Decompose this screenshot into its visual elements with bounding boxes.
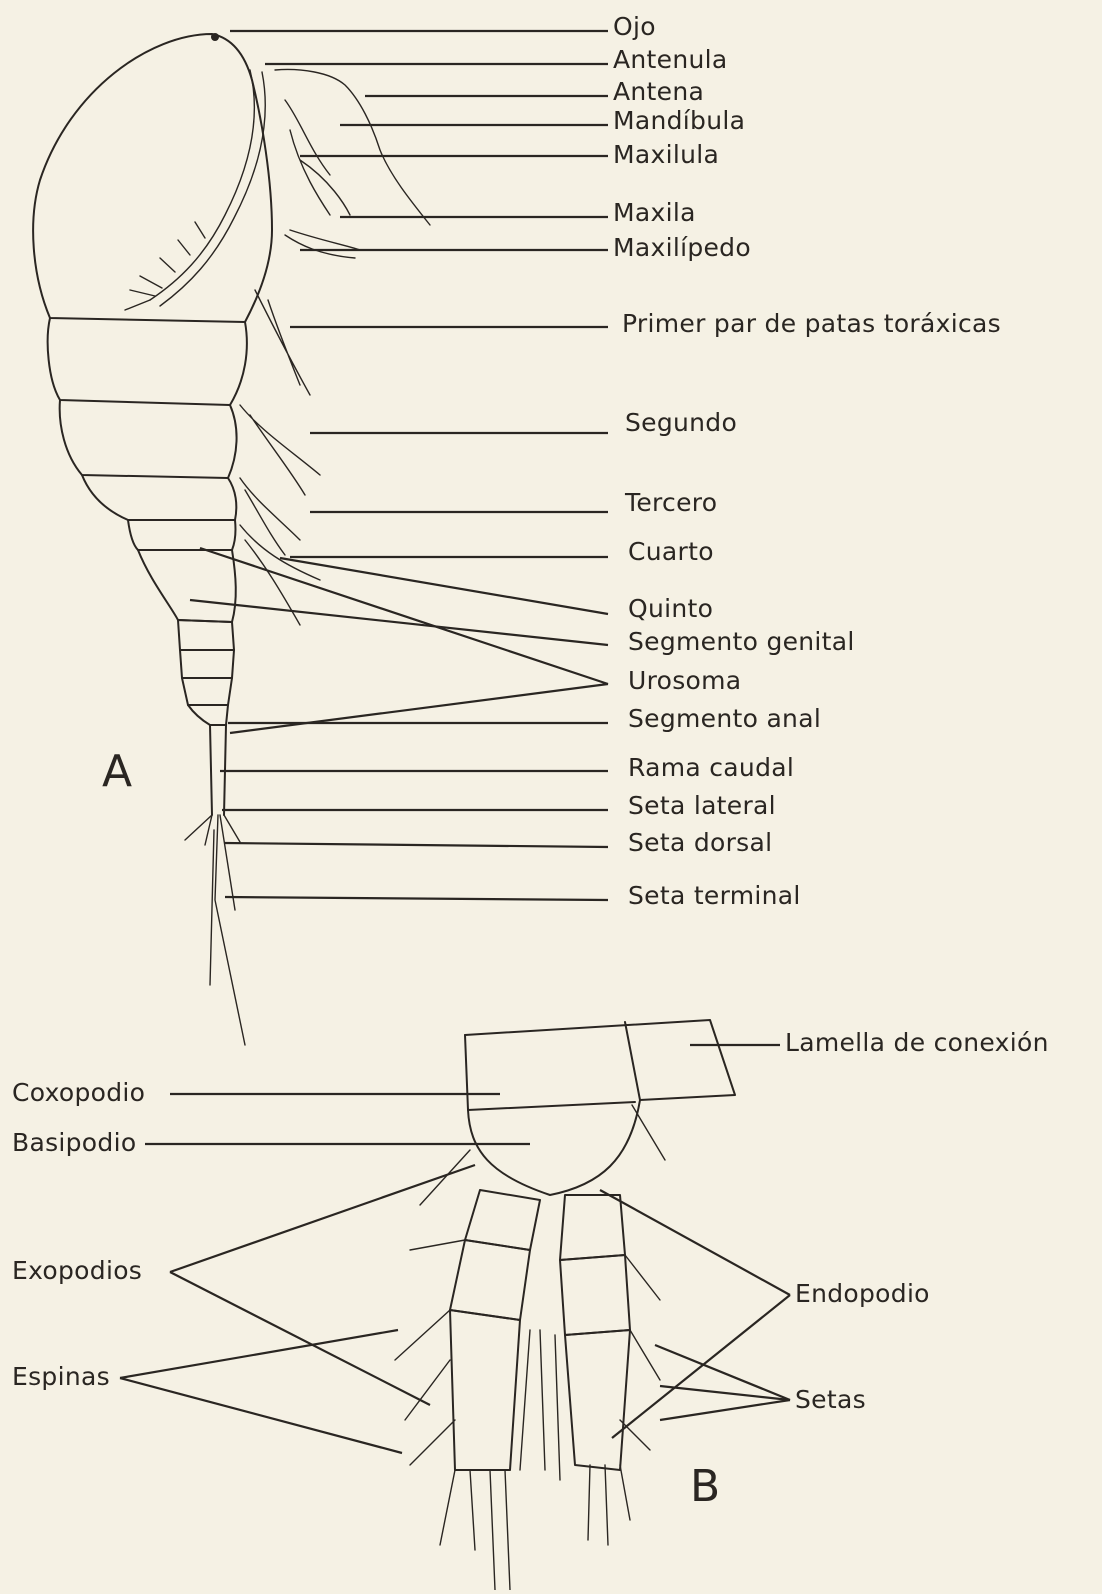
label-urosoma: Urosoma	[628, 668, 741, 693]
panel-b-leaders	[120, 1045, 790, 1453]
label-espinas: Espinas	[12, 1364, 110, 1389]
label-maxilula: Maxilula	[613, 142, 719, 167]
label-primer-par: Primer par de patas toráxicas	[622, 311, 1001, 336]
label-endopodio: Endopodio	[795, 1281, 930, 1306]
label-basipodio: Basipodio	[12, 1130, 136, 1155]
label-antenula: Antenula	[613, 47, 728, 72]
label-antena: Antena	[613, 79, 704, 104]
label-seta-lateral: Seta lateral	[628, 793, 776, 818]
swimming-leg-drawing	[395, 1020, 735, 1590]
label-segmento-anal: Segmento anal	[628, 706, 821, 731]
copepod-body-drawing	[33, 33, 430, 1045]
label-rama-caudal: Rama caudal	[628, 755, 794, 780]
label-quinto: Quinto	[628, 596, 713, 621]
label-setas: Setas	[795, 1387, 866, 1412]
panel-label-b: B	[690, 1465, 720, 1509]
label-cuarto: Cuarto	[628, 539, 714, 564]
label-maxila: Maxila	[613, 200, 696, 225]
panel-a-leaders	[190, 31, 608, 900]
label-maxilipedo: Maxilípedo	[613, 235, 751, 260]
label-exopodios: Exopodios	[12, 1258, 142, 1283]
label-coxopodio: Coxopodio	[12, 1080, 145, 1105]
label-mandibula: Mandíbula	[613, 108, 745, 133]
label-lamella-de-conexion: Lamella de conexión	[785, 1030, 1049, 1055]
label-ojo: Ojo	[613, 14, 656, 39]
label-segundo: Segundo	[625, 410, 737, 435]
label-tercero: Tercero	[625, 490, 717, 515]
label-seta-terminal: Seta terminal	[628, 883, 801, 908]
panel-label-a: A	[102, 750, 132, 794]
label-seta-dorsal: Seta dorsal	[628, 830, 772, 855]
label-segmento-genital: Segmento genital	[628, 629, 855, 654]
